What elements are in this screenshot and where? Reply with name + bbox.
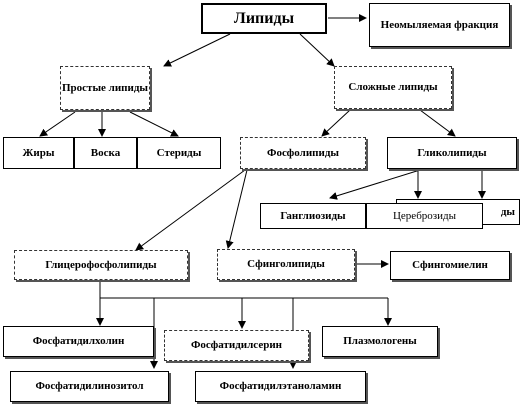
- node-lipids: Липиды: [201, 3, 327, 34]
- node-unsaponifiable-fraction: Неомыляемая фракция: [369, 3, 510, 47]
- node-glycolipids: Гликолипиды: [387, 137, 517, 169]
- node-phosphatidylcholine: Фосфатидилхолин: [3, 326, 154, 357]
- arrow-glycolipids-gangliosides: [329, 169, 421, 200]
- arrow-complex-glycolipids: [419, 109, 456, 137]
- arrow-simple-steroids: [129, 111, 179, 137]
- arrow-lipids-simple: [163, 33, 231, 67]
- arrow-phospholipids-glycero: [135, 169, 246, 251]
- node-gangliosides: Ганглиозиды: [260, 203, 366, 229]
- node-sphingomyelin: Сфингомиелин: [390, 251, 510, 280]
- node-simple-lipids: Простые липиды: [60, 66, 150, 110]
- node-phosphatidylinositol: Фосфатидилинозитол: [10, 371, 169, 402]
- node-glycerophospholipids: Глицерофосфолипиды: [14, 250, 188, 280]
- node-phosphatidylserine: Фосфатидилсерин: [164, 330, 309, 361]
- arrow-simple-fats: [39, 111, 76, 137]
- node-phospholipids: Фосфолипиды: [240, 137, 366, 169]
- node-sphingolipids: Сфинголипиды: [217, 249, 355, 280]
- node-phosphatidylethanolamine: Фосфатидилэтаноламин: [195, 371, 366, 402]
- arrow-complex-phospholipids: [321, 109, 351, 137]
- arrow-phospholipids-sphingo: [225, 169, 248, 249]
- node-fats: Жиры: [3, 137, 74, 169]
- node-plasmalogens: Плазмологены: [322, 326, 438, 357]
- node-cerebrosides: Цереброзиды: [366, 203, 483, 229]
- node-steroids: Стериды: [137, 137, 221, 169]
- node-complex-lipids: Сложные липиды: [334, 66, 452, 109]
- arrow-lipids-complex: [299, 33, 335, 67]
- node-waxes: Воска: [74, 137, 137, 169]
